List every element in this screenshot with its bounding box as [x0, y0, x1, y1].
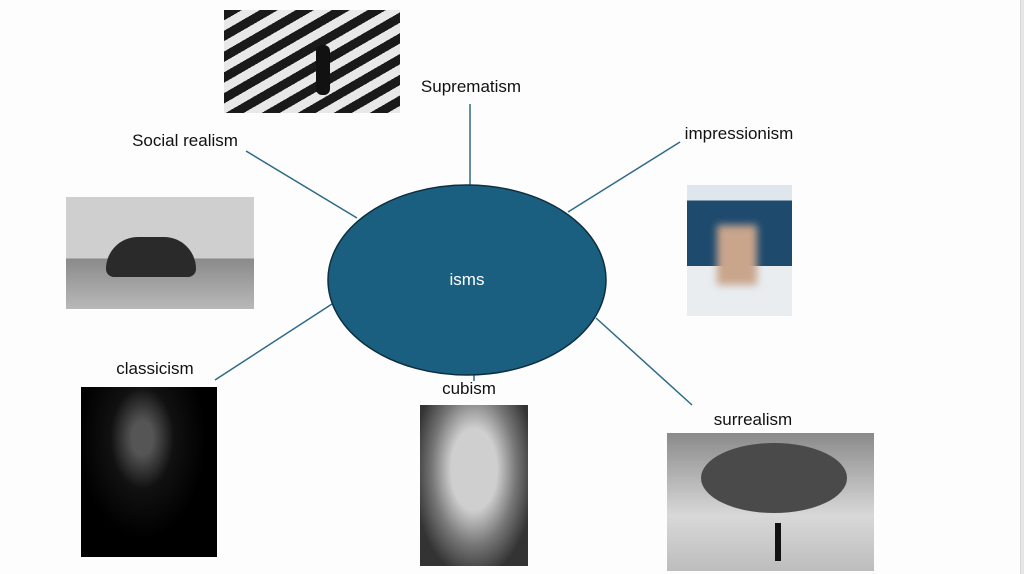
- label-classicism[interactable]: classicism: [116, 359, 194, 378]
- label-social-realism[interactable]: Social realism: [132, 131, 238, 150]
- social-realism-photo[interactable]: [66, 197, 254, 309]
- slide-edge: [1020, 0, 1024, 574]
- impressionism-photo[interactable]: [687, 185, 792, 316]
- label-surrealism[interactable]: surrealism: [713, 410, 793, 429]
- connector-social-realism: [245, 150, 358, 219]
- connector-surrealism: [595, 317, 693, 406]
- cubism-photo[interactable]: [420, 405, 528, 566]
- suprematism-photo[interactable]: [224, 10, 400, 113]
- classicism-photo[interactable]: [81, 387, 217, 557]
- surrealism-photo[interactable]: [667, 433, 874, 571]
- connector-impressionism: [567, 141, 681, 213]
- center-label[interactable]: isms: [449, 270, 485, 289]
- label-impressionism[interactable]: impressionism: [684, 124, 794, 143]
- label-cubism[interactable]: cubism: [442, 379, 496, 398]
- connector-classicism: [214, 303, 333, 381]
- center-ellipse: [327, 184, 607, 376]
- label-suprematism[interactable]: Suprematism: [420, 77, 522, 96]
